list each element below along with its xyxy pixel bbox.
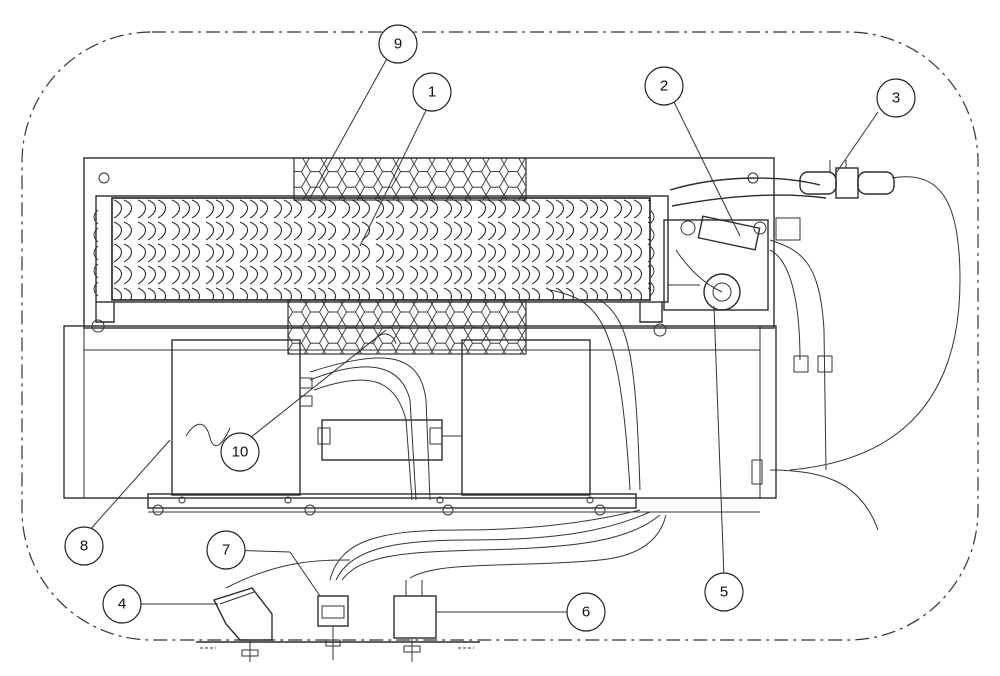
- wire-harness: [299, 289, 641, 501]
- svg-text:2: 2: [660, 78, 668, 95]
- svg-text:4: 4: [118, 596, 126, 613]
- cable-tail: [769, 469, 879, 531]
- cable-mid-right: [769, 239, 827, 471]
- right-side-panel: [461, 339, 591, 496]
- callout-6: 6: [566, 592, 606, 632]
- left-side-panel: [171, 339, 301, 496]
- cable-long-right: [789, 176, 961, 471]
- sensor-plug-2: [817, 355, 833, 373]
- callout-2: 2: [644, 66, 684, 106]
- callout-10: 10: [220, 432, 260, 472]
- svg-text:10: 10: [232, 444, 249, 461]
- callout-4: 4: [102, 584, 142, 624]
- relay-7: [317, 595, 349, 660]
- filter-screen-bottom: [287, 299, 527, 355]
- callout-8: 8: [64, 526, 104, 566]
- svg-text:3: 3: [892, 90, 900, 107]
- callout-3: 3: [876, 78, 916, 118]
- core-bracket-left: [95, 302, 115, 323]
- water-valve-assembly: [663, 215, 801, 311]
- svg-text:5: 5: [720, 584, 728, 601]
- callout-1: 1: [412, 72, 452, 112]
- bottom-rail: [147, 493, 637, 509]
- cable-sensor: [769, 249, 801, 361]
- hose-upper-2: [671, 194, 827, 207]
- bracket-4: [213, 587, 273, 662]
- svg-text:7: 7: [222, 542, 230, 559]
- mounting-hole-left: [98, 172, 110, 184]
- core-bracket-right: [639, 302, 663, 323]
- bolt-right-core: [653, 323, 667, 337]
- svg-text:1: 1: [428, 84, 436, 101]
- heater-core-frame: [95, 195, 669, 303]
- core-end-tubes-left: [93, 209, 99, 297]
- squiggle-8: [185, 423, 231, 447]
- heater-core: [111, 197, 651, 301]
- callout-9: 9: [378, 24, 418, 64]
- callout-7: 7: [206, 530, 246, 570]
- sensor-plug-1: [793, 355, 809, 373]
- valve-fitting-3: [799, 160, 895, 199]
- rail-bolts: [152, 496, 606, 516]
- lower-cables: [225, 509, 667, 589]
- svg-text:8: 8: [80, 538, 88, 555]
- bolt-left-core: [91, 319, 105, 333]
- hose-upper: [669, 177, 821, 191]
- blower-bracket: [317, 419, 462, 461]
- svg-text:6: 6: [582, 604, 590, 621]
- core-end-tubes-right: [649, 209, 655, 297]
- relay-6: [393, 580, 437, 662]
- filter-screen-top: [293, 157, 527, 201]
- dashed-boundary: [21, 31, 979, 641]
- svg-text:9: 9: [394, 36, 402, 53]
- grommet: [751, 459, 763, 485]
- leader-lines: [87, 43, 879, 613]
- callout-5: 5: [704, 572, 744, 612]
